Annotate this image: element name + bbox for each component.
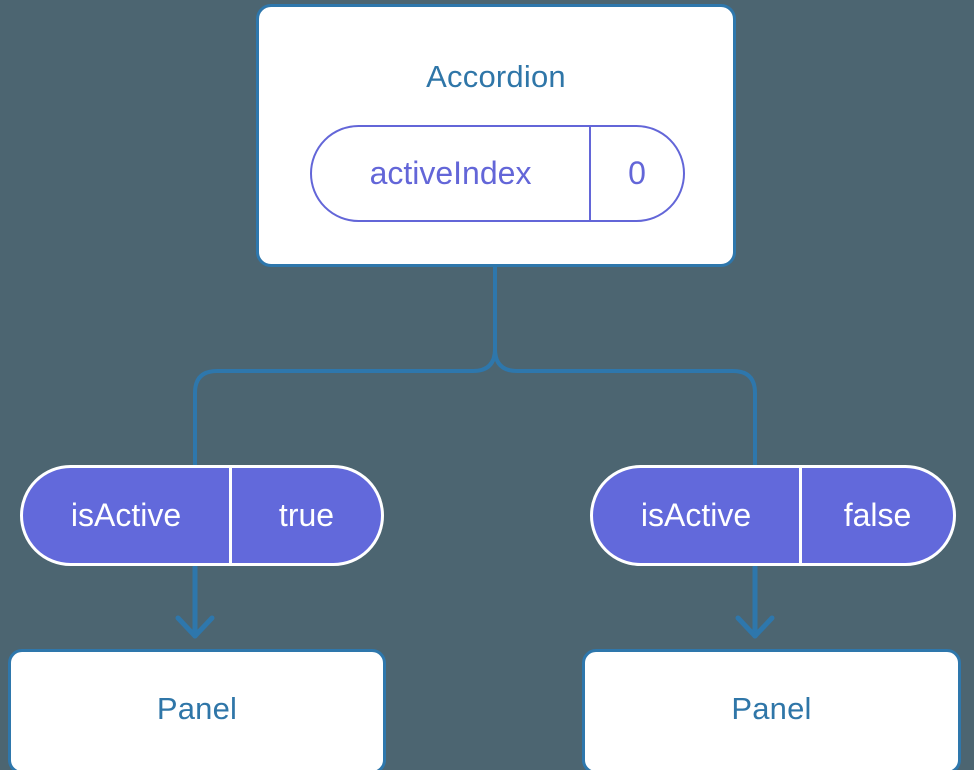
trunk-connector-right bbox=[493, 347, 757, 467]
is-active-key-right: isActive bbox=[593, 468, 802, 563]
active-index-prop-value: 0 bbox=[628, 155, 646, 191]
active-index-prop-pill[interactable]: activeIndex 0 bbox=[310, 125, 685, 222]
active-index-prop-key: activeIndex bbox=[312, 127, 591, 220]
panel-node-left-label: Panel bbox=[156, 690, 238, 726]
accordion-node[interactable]: Accordion activeIndex 0 bbox=[256, 4, 736, 267]
is-active-value-right: false bbox=[843, 497, 912, 533]
is-active-pill-left[interactable]: isActive true bbox=[20, 465, 384, 566]
panel-node-right[interactable]: Panel bbox=[582, 649, 961, 770]
trunk-connector bbox=[193, 262, 497, 467]
panel-node-right-label: Panel bbox=[731, 690, 812, 726]
arrow-left bbox=[175, 564, 215, 639]
accordion-node-title: Accordion bbox=[426, 59, 566, 94]
is-active-pill-right[interactable]: isActive false bbox=[590, 465, 956, 566]
panel-node-left[interactable]: Panel bbox=[8, 649, 386, 770]
arrow-right bbox=[735, 564, 775, 639]
is-active-key-left: isActive bbox=[23, 468, 232, 563]
is-active-value-left: true bbox=[278, 497, 335, 533]
